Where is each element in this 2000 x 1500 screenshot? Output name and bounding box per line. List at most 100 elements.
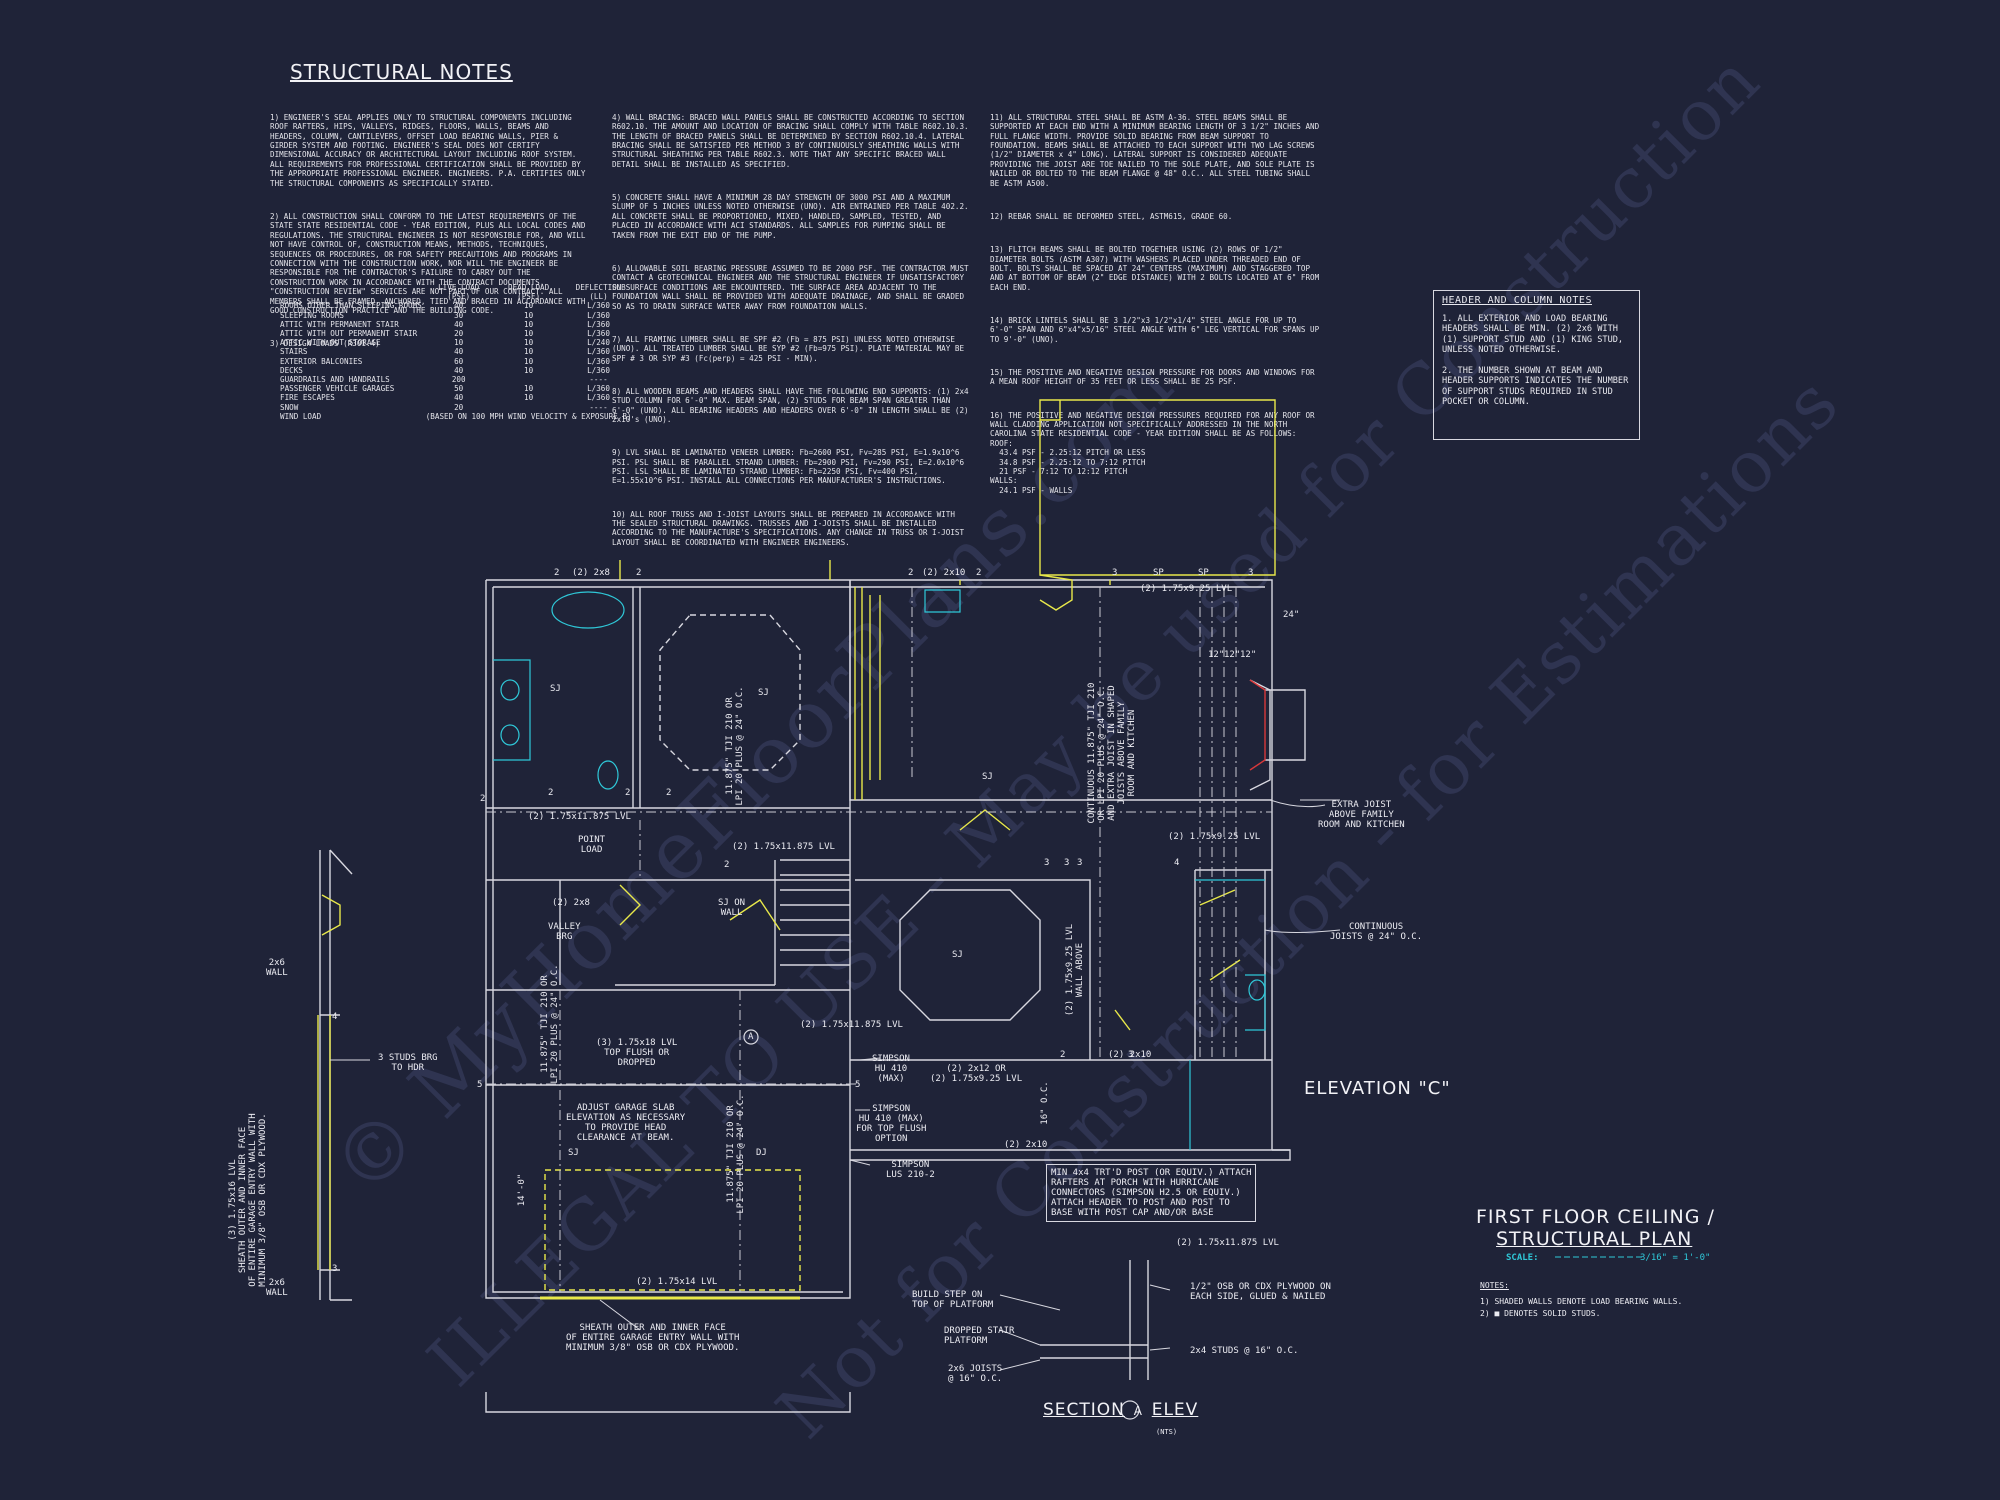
sj-on-wall-label: SJ ON WALL xyxy=(718,898,746,918)
stud-count: 4 xyxy=(1174,858,1180,868)
dimension-label: 12" xyxy=(1240,650,1257,660)
garage-slab-note: ADJUST GARAGE SLAB ELEVATION AS NECESSAR… xyxy=(566,1103,686,1143)
plan-title-line-2: STRUCTURAL PLAN xyxy=(1496,1228,1693,1250)
stud-count: 2 xyxy=(976,568,982,578)
dimension-label: 12" xyxy=(1224,650,1241,660)
valley-bearing-label: VALLEY BRG xyxy=(548,922,581,942)
post-note-box: MIN 4x4 TRT'D POST (OR EQUIV.) ATTACH RA… xyxy=(1046,1164,1257,1222)
beam-label: (2) 1.75x11.875 LVL xyxy=(732,842,835,852)
wall-above-label: (2) 1.75x9.25 LVL WALL ABOVE xyxy=(1065,923,1085,1017)
design-load-occupancy: STAIRS xyxy=(280,347,308,357)
sj-label: SJ xyxy=(952,950,963,960)
beam-label: (3) 1.75x18 LVL TOP FLUSH OR DROPPED xyxy=(596,1038,678,1068)
sj-label: SJ xyxy=(550,684,561,694)
header-label: SP xyxy=(1198,568,1209,578)
design-loads-table: LIVE LOAD (PSF) DEAD LOAD (PSF) DEFLECTI… xyxy=(280,283,635,421)
design-load-value: L/360 xyxy=(587,356,610,366)
header-label: (2) 2x12 OR (2) 1.75x9.25 LVL xyxy=(930,1064,1023,1084)
beam-label: (2) 1.75x9.25 LVL xyxy=(1168,832,1261,842)
stud-count: 2 xyxy=(1060,1050,1066,1060)
stud-count: 2 xyxy=(480,794,486,804)
beam-label: (2) 1.75x9.25 LVL xyxy=(1140,584,1233,594)
design-load-row: EXTERIOR BALCONIES 60 10 L/360 xyxy=(280,357,635,366)
design-load-value: ---- xyxy=(589,375,608,385)
scale-value: 3/16" = 1'-0" xyxy=(1640,1253,1711,1263)
design-load-occupancy: DECKS xyxy=(280,365,303,375)
stud-count: 2 xyxy=(548,788,554,798)
beam-label: (2) 1.75x11.875 LVL xyxy=(528,812,631,822)
section-marker-symbols xyxy=(743,1029,1140,1420)
stud-count: 3 xyxy=(1248,568,1254,578)
design-load-occupancy: EXTERIOR BALCONIES xyxy=(280,356,363,366)
stud-count: 3 xyxy=(332,1264,338,1274)
joist-label: 11.875" TJI 210 OR LPI 20 PLUS @ 24" O.C… xyxy=(725,686,745,806)
header-label: (2) 2x8 xyxy=(572,568,610,578)
note-9: 9) LVL SHALL BE LAMINATED VENEER LUMBER:… xyxy=(612,448,969,486)
plan-title-line-1: FIRST FLOOR CEILING / xyxy=(1476,1206,1715,1228)
design-load-value: 50 xyxy=(454,384,464,394)
design-load-value: 20 xyxy=(454,329,464,339)
section-scale-note: (NTS) xyxy=(1156,1428,1178,1436)
dimension-label: 24" xyxy=(1283,610,1300,620)
continuous-joists-note: CONTINUOUS JOISTS @ 24" O.C. xyxy=(1330,922,1423,942)
title-note-1: 1) SHADED WALLS DENOTE LOAD BEARING WALL… xyxy=(1480,1297,1683,1306)
note-5: 5) CONCRETE SHALL HAVE A MINIMUM 28 DAY … xyxy=(612,193,974,240)
design-load-value: 40 xyxy=(454,301,464,311)
sj-label: SJ xyxy=(982,772,993,782)
header-label: (2) 2x10 xyxy=(1004,1140,1048,1150)
design-load-value: L/360 xyxy=(587,301,610,311)
stud-count: 3 xyxy=(1128,1050,1134,1060)
leader-lines xyxy=(330,799,1341,1371)
design-load-occupancy: ATTIC WITH OUT PERMANENT STAIR xyxy=(280,329,418,339)
design-load-value: 40 xyxy=(454,319,464,329)
stud-count: 2 xyxy=(636,568,642,578)
note-10: 10) ALL ROOF TRUSS AND I-JOIST LAYOUTS S… xyxy=(612,509,969,547)
design-load-value: 10 xyxy=(454,338,464,348)
stud-count: 2 xyxy=(724,860,730,870)
design-load-value: 10 xyxy=(524,347,534,357)
section-osb-label: 1/2" OSB OR CDX PLYWOOD ON EACH SIDE, GL… xyxy=(1190,1282,1331,1302)
design-load-value: 10 xyxy=(524,310,534,320)
design-load-value: 10 xyxy=(524,356,534,366)
title-note-2: 2) ■ DENOTES SOLID STUDS. xyxy=(1480,1309,1601,1318)
stud-count: 4 xyxy=(332,1012,338,1022)
note-8: 8) ALL WOODEN BEAMS AND HEADERS SHALL HA… xyxy=(612,386,974,424)
header-label: SP xyxy=(1153,568,1164,578)
sheath-note-vertical: (3) 1.75x16 LVL SHEATH OUTER AND INNER F… xyxy=(228,1113,268,1287)
design-load-value: L/360 xyxy=(587,384,610,394)
note-1: 1) ENGINEER'S SEAL APPLIES ONLY TO STRUC… xyxy=(270,112,591,188)
note-2: 2) ALL CONSTRUCTION SHALL CONFORM TO THE… xyxy=(270,211,591,315)
point-load-label: POINT LOAD xyxy=(578,835,606,855)
notes-column-1: 1) ENGINEER'S SEAL APPLIES ONLY TO STRUC… xyxy=(270,94,590,372)
section-marker: A xyxy=(1133,1404,1143,1418)
design-load-occupancy: ATTIC WITH OUT STORAGE xyxy=(280,338,381,348)
design-load-value: 10 xyxy=(524,301,534,311)
header-column-notes-box: HEADER AND COLUMN NOTES 1. ALL EXTERIOR … xyxy=(1433,290,1640,440)
design-load-value: 60 xyxy=(454,356,464,366)
note-14: 14) BRICK LINTELS SHALL BE 3 1/2"x3 1/2"… xyxy=(990,315,1324,344)
design-load-value: 10 xyxy=(524,393,534,403)
elevation-c-label: ELEVATION "C" xyxy=(1304,1078,1451,1099)
note-13: 13) FLITCH BEAMS SHALL BE BOLTED TOGETHE… xyxy=(990,245,1324,292)
section-title-suffix: ELEV xyxy=(1151,1400,1199,1420)
note-4: 4) WALL BRACING: BRACED WALL PANELS SHAL… xyxy=(612,112,974,169)
design-load-value: L/240 xyxy=(587,338,610,348)
joist-label: 11.875" TJI 210 OR LPI 20 PLUS @ 24" O.C… xyxy=(540,964,560,1084)
section-title-text: SECTION xyxy=(1043,1400,1125,1420)
header-label: (2) 2x10 xyxy=(1108,1050,1152,1060)
design-load-value: 10 xyxy=(524,365,534,375)
structural-notes-title: STRUCTURAL NOTES xyxy=(290,60,513,84)
design-load-occupancy: ATTIC WITH PERMANENT STAIR xyxy=(280,319,399,329)
design-load-value: 10 xyxy=(524,319,534,329)
design-loads-header: LIVE LOAD (PSF) DEAD LOAD (PSF) DEFLECTI… xyxy=(280,283,635,301)
note-6: 6) ALLOWABLE SOIL BEARING PRESSURE ASSUM… xyxy=(612,263,974,311)
stud-count: 2 xyxy=(625,788,631,798)
stud-count: 2 xyxy=(908,568,914,578)
stud-count: 3 xyxy=(1044,858,1050,868)
